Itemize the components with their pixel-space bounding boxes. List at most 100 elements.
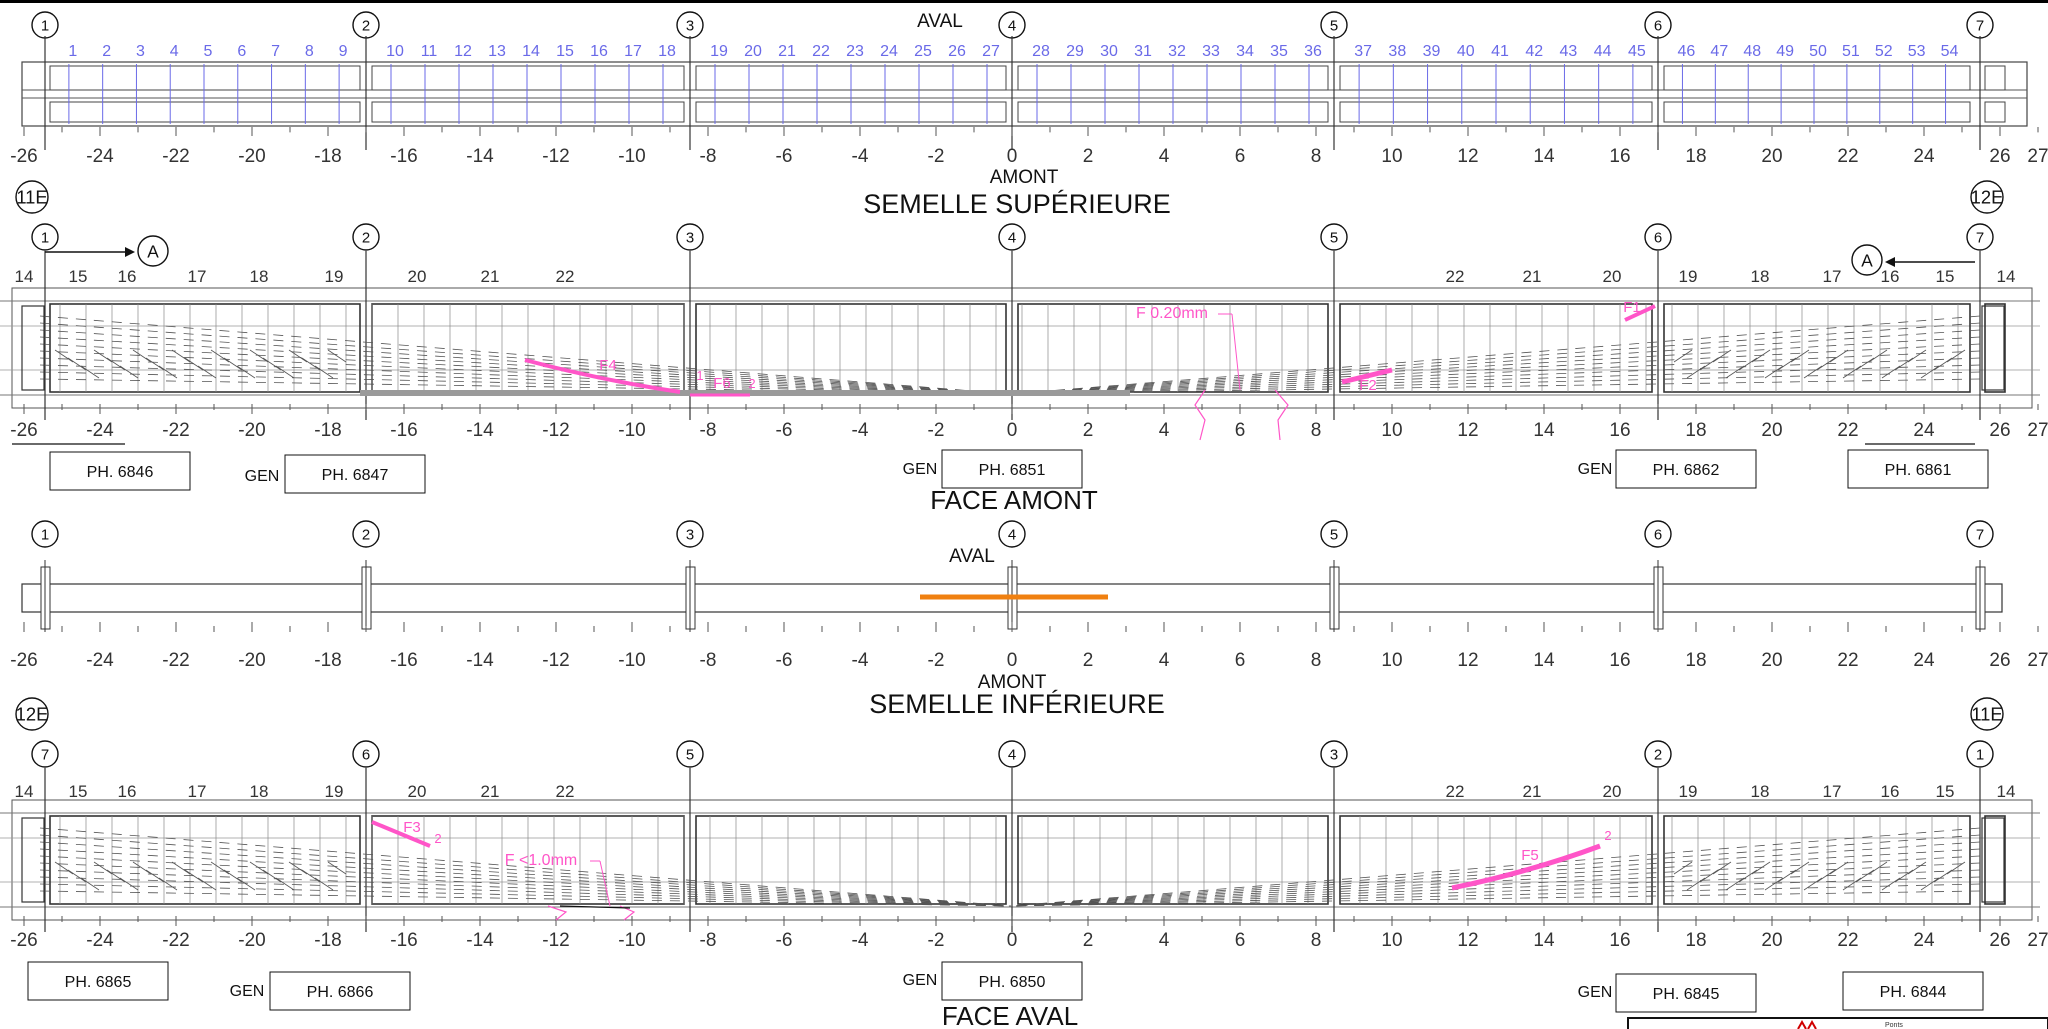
axis-tick-label: -16 — [390, 146, 417, 167]
face-aval-title: FACE AVAL — [942, 1001, 1078, 1029]
hatch-mark — [1790, 861, 1810, 875]
hatch-mark — [119, 877, 139, 891]
panel-number: 53 — [1908, 43, 1926, 60]
stiffener-number: 18 — [1751, 267, 1770, 286]
axis-tick-label: 18 — [1685, 930, 1706, 951]
hatch-mark — [327, 349, 347, 363]
hatch-mark — [1842, 365, 1862, 379]
semelle-inf-title: SEMELLE INFÉRIEURE — [869, 689, 1165, 719]
hatch-mark — [1816, 869, 1836, 883]
panel-number: 31 — [1134, 43, 1152, 60]
girder-segment-box — [1017, 815, 1329, 905]
tendon-dashed — [39, 364, 1011, 395]
axis-tick-label: 10 — [1381, 930, 1402, 951]
girder-segment-box — [49, 303, 361, 393]
axis-tick-label: 4 — [1159, 930, 1170, 951]
pier-5-label: 5 — [1330, 17, 1338, 34]
panel-number: 29 — [1066, 43, 1084, 60]
pier-2-label: 2 — [1654, 746, 1662, 763]
hatch-mark — [223, 357, 243, 371]
stiffener-number: 22 — [556, 267, 575, 286]
face-amont-title: FACE AMONT — [930, 485, 1098, 515]
axis-tick-label: -12 — [542, 650, 569, 671]
crack-f6-label: F6 — [713, 375, 731, 392]
panel-number: 20 — [744, 43, 762, 60]
hatch-mark — [301, 357, 321, 371]
axis-tick-label: 6 — [1235, 930, 1246, 951]
axis-tick-label: -8 — [700, 650, 717, 671]
panel-number: 23 — [846, 43, 864, 60]
stiffener-number: 19 — [325, 782, 344, 801]
hatch-mark — [275, 877, 295, 891]
tendon-dashed — [39, 862, 1011, 907]
stiffener-number: 20 — [408, 267, 427, 286]
panel-number: 46 — [1678, 43, 1696, 60]
axis-tick-label: 0 — [1007, 650, 1018, 671]
stiffener-number: 18 — [1751, 782, 1770, 801]
pier-2-label-circle — [352, 223, 380, 251]
axis-tick-label: 10 — [1381, 650, 1402, 671]
hatch-mark — [1751, 861, 1771, 875]
pier-7-label: 7 — [41, 746, 49, 763]
flange-segment-box — [371, 101, 685, 123]
axis-tick-label: 8 — [1311, 420, 1322, 441]
panel-number: 35 — [1270, 43, 1288, 60]
hatch-mark — [314, 365, 334, 379]
axis-tick-label: 20 — [1761, 930, 1782, 951]
hatch-mark — [197, 877, 217, 891]
hatch-mark — [1907, 349, 1927, 363]
axis-tick-label: -16 — [390, 420, 417, 441]
hatch-mark — [93, 861, 113, 875]
axis-tick-label: -4 — [852, 420, 869, 441]
hatch-mark — [1868, 349, 1888, 363]
panel-number: 28 — [1032, 43, 1050, 60]
axis-tick-label: -26 — [10, 930, 37, 951]
pier-7-label: 7 — [1976, 17, 1984, 34]
axis-tick-label: -6 — [776, 650, 793, 671]
axis-tick-label: 24 — [1913, 420, 1935, 441]
panel-number: 47 — [1710, 43, 1728, 60]
end-label-right: 12E — [1971, 187, 2004, 208]
axis-tick-label: 8 — [1311, 146, 1322, 167]
pier-2-label: 2 — [362, 229, 370, 246]
gen-label: GEN — [1578, 984, 1613, 1001]
photo-ref-box — [49, 451, 191, 491]
hatch-mark — [184, 869, 204, 883]
axis-tick-label: -24 — [86, 930, 114, 951]
hatch-mark — [54, 349, 74, 363]
axis-tick-label: 0 — [1007, 930, 1018, 951]
pier-4-label: 4 — [1008, 229, 1016, 246]
pier-6-label-circle — [1644, 520, 1672, 548]
panel-number: 5 — [204, 43, 213, 60]
end-label-left-circle — [15, 697, 49, 731]
crack-mark: 2 — [434, 831, 441, 846]
tendon-dashed — [1009, 827, 1981, 907]
axis-tick-label: 14 — [1533, 930, 1555, 951]
girder-outer-frame — [11, 287, 2033, 409]
axis-tick-label: -20 — [238, 930, 265, 951]
gen-label: GEN — [903, 461, 938, 478]
static-drawing — [0, 11, 2048, 1029]
axis-tick-label: -4 — [852, 930, 869, 951]
hatch-mark — [171, 349, 191, 363]
panel-number: 2 — [102, 43, 111, 60]
axis-tick-label: 27 — [2027, 930, 2048, 951]
hatch-mark — [54, 861, 74, 875]
panel-number: 25 — [914, 43, 932, 60]
pier-6-label: 6 — [1654, 526, 1662, 543]
tendon-dashed — [39, 315, 1011, 395]
end-label-left-circle — [15, 180, 49, 214]
axis-tick-label: -12 — [542, 930, 569, 951]
photo-ref-box — [941, 961, 1083, 1001]
hatch-mark — [1868, 861, 1888, 875]
axis-tick-label: 14 — [1533, 146, 1555, 167]
panel-number: 8 — [305, 43, 314, 60]
axis-tick-label: 26 — [1989, 146, 2010, 167]
tendon-dashed — [1009, 364, 1981, 395]
stiffener-number: 14 — [1997, 267, 2016, 286]
section-arrow-head — [1885, 257, 1895, 267]
panel-number: 40 — [1457, 43, 1475, 60]
flange-segment-box — [49, 101, 361, 123]
stiffener-number: 16 — [1881, 782, 1900, 801]
panel-number: 32 — [1168, 43, 1186, 60]
